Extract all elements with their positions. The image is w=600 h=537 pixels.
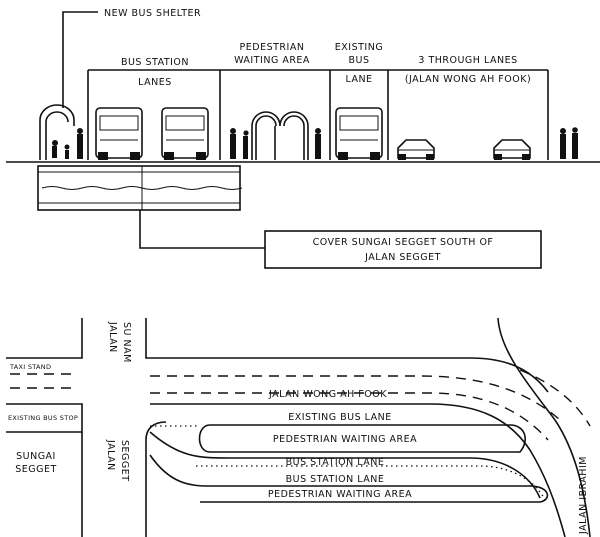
- pedestrian-island-2: [149, 454, 549, 503]
- sungai-label-2: SEGGET: [15, 464, 57, 475]
- river-culvert: [37, 165, 243, 211]
- existing-label-3: LANE: [345, 74, 372, 85]
- west-bus-stop-curb: [6, 403, 83, 433]
- bus-station-lanes-zone: BUS STATION LANES: [87, 57, 221, 160]
- existing-bus-lane-label: EXISTING BUS LANE: [288, 412, 392, 423]
- through-lanes-label: 3 THROUGH LANES: [418, 55, 517, 66]
- lanes-label: LANES: [138, 77, 172, 88]
- car-2: [493, 139, 531, 160]
- through-lane-dash-1: [150, 375, 561, 421]
- bus-1: [95, 107, 143, 160]
- jalan-ibrahim-east-curb: [497, 317, 591, 537]
- shelter-leader: [62, 11, 98, 108]
- pedestrian-waiting-area-zone: PEDESTRIAN WAITING AREA: [220, 42, 330, 160]
- dotted-line-2: [196, 465, 546, 501]
- existing-bus-lane-zone: EXISTING BUS LANE: [329, 42, 389, 160]
- existing-label-1: EXISTING: [335, 42, 383, 53]
- taxi-stand-label: TAXI STAND: [9, 363, 51, 371]
- cover-label-box: [264, 230, 542, 269]
- jalan-su-nam-west-curb: [6, 318, 83, 359]
- pedestrian-waiting-area-label-2: PEDESTRIAN WAITING AREA: [268, 489, 412, 500]
- bus-shelter: [39, 104, 83, 160]
- pedestrian-label-2: WAITING AREA: [234, 55, 310, 66]
- jalan-ibrahim-label: JALAN IBRAHIM: [578, 456, 589, 535]
- bus-3: [335, 107, 383, 160]
- cover-label-line2: JALAN SEGGET: [364, 252, 441, 263]
- existing-bus-stop-label: EXISTING BUS STOP: [8, 414, 78, 422]
- pedestrian-label-1: PEDESTRIAN: [240, 42, 305, 53]
- bus-station-lane-label-2: BUS STATION LANE: [286, 474, 385, 485]
- jalan-wong-ah-fook-label: JALAN WONG AH FOOK: [268, 389, 387, 400]
- jalan-segget-label-2: SEGGET: [119, 440, 130, 482]
- pedestrian-waiting-area-label-1: PEDESTRIAN WAITING AREA: [273, 434, 417, 445]
- through-lanes-zone: 3 THROUGH LANES (JALAN WONG AH FOOK): [388, 55, 578, 160]
- jalan-su-nam-label-2: SU NAM: [121, 322, 132, 363]
- through-lane-dash-2: [150, 392, 549, 441]
- jalan-su-nam-label-1: JALAN: [107, 321, 118, 353]
- existing-bus-lane-line: [150, 403, 566, 537]
- existing-label-2: BUS: [348, 55, 369, 66]
- cover-leader: [139, 210, 265, 249]
- car-1: [397, 139, 435, 160]
- bus-station-label: BUS STATION: [121, 57, 189, 68]
- bus-station-lane-label-1: BUS STATION LANE: [286, 457, 385, 468]
- through-lane-dash-3: [519, 369, 591, 427]
- jalan-wong-north-curb: [145, 318, 549, 393]
- jalan-segget-east-curb: [145, 421, 167, 537]
- cross-section: COVER SUNGAI SEGGET SOUTH OF JALAN SEGGE…: [6, 8, 600, 269]
- bus-lane-boundary: [149, 431, 541, 499]
- bus-2: [161, 107, 209, 160]
- plan-view: JALAN SU NAM JALAN SEGGET TAXI STAND EXI…: [6, 317, 591, 537]
- cover-label-line1: COVER SUNGAI SEGGET SOUTH OF: [313, 237, 494, 248]
- pedestrian-island-1: [198, 424, 526, 453]
- sungai-label-1: SUNGAI: [16, 451, 56, 462]
- new-bus-shelter-label: NEW BUS SHELTER: [104, 8, 201, 19]
- jalan-segget-label-1: JALAN: [105, 439, 116, 471]
- jalan-wong-label: (JALAN WONG AH FOOK): [405, 74, 531, 85]
